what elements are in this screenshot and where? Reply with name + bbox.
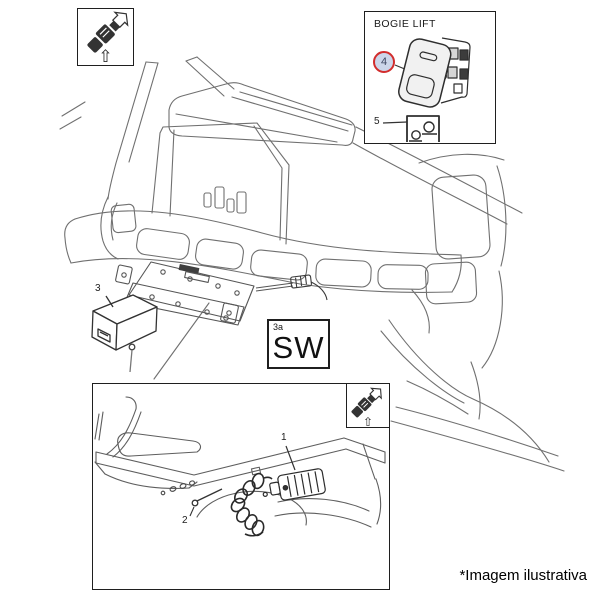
connector-direction-icon <box>87 11 129 53</box>
bogie-lift-callout-box: BOGIE LIFT 4 5 <box>364 11 496 144</box>
part-3a-label: 3a <box>273 322 284 332</box>
screw-drawing <box>189 488 223 517</box>
orientation-icon-box-small: ⇧ <box>346 384 389 428</box>
switch-reference-box[interactable]: 3a SW <box>267 319 330 369</box>
part-2-callout[interactable]: 2 <box>182 515 188 526</box>
orientation-icon-box: ⇧ <box>77 8 134 66</box>
illustrative-image-footnote: *Imagem ilustrativa <box>459 567 587 584</box>
rocker-switch-drawing <box>382 37 471 142</box>
part-3-callout[interactable]: 3 <box>95 283 101 294</box>
clips-drawing <box>160 480 195 496</box>
part-5-callout[interactable]: 5 <box>374 116 380 127</box>
indicator-lamp-icon <box>406 115 440 142</box>
coiled-cable-drawing <box>230 472 273 537</box>
cab-outline <box>59 56 565 472</box>
part-4-callout-selected[interactable]: 4 <box>373 51 395 73</box>
up-arrow-icon-small: ⇧ <box>362 415 374 429</box>
chassis-detail-box: ⇧ 1 2 <box>92 383 390 590</box>
connector-direction-icon-small <box>351 387 382 418</box>
part-1-callout[interactable]: 1 <box>281 432 287 443</box>
lift-valve-module-drawing <box>262 468 326 501</box>
mounting-bracket-drawing <box>115 261 328 326</box>
up-arrow-icon: ⇧ <box>98 47 113 66</box>
chassis-detail-drawing <box>94 396 386 537</box>
control-module-drawing <box>91 294 158 373</box>
bogie-lift-title: BOGIE LIFT <box>374 18 436 30</box>
sw-code-label: SW <box>272 330 325 365</box>
